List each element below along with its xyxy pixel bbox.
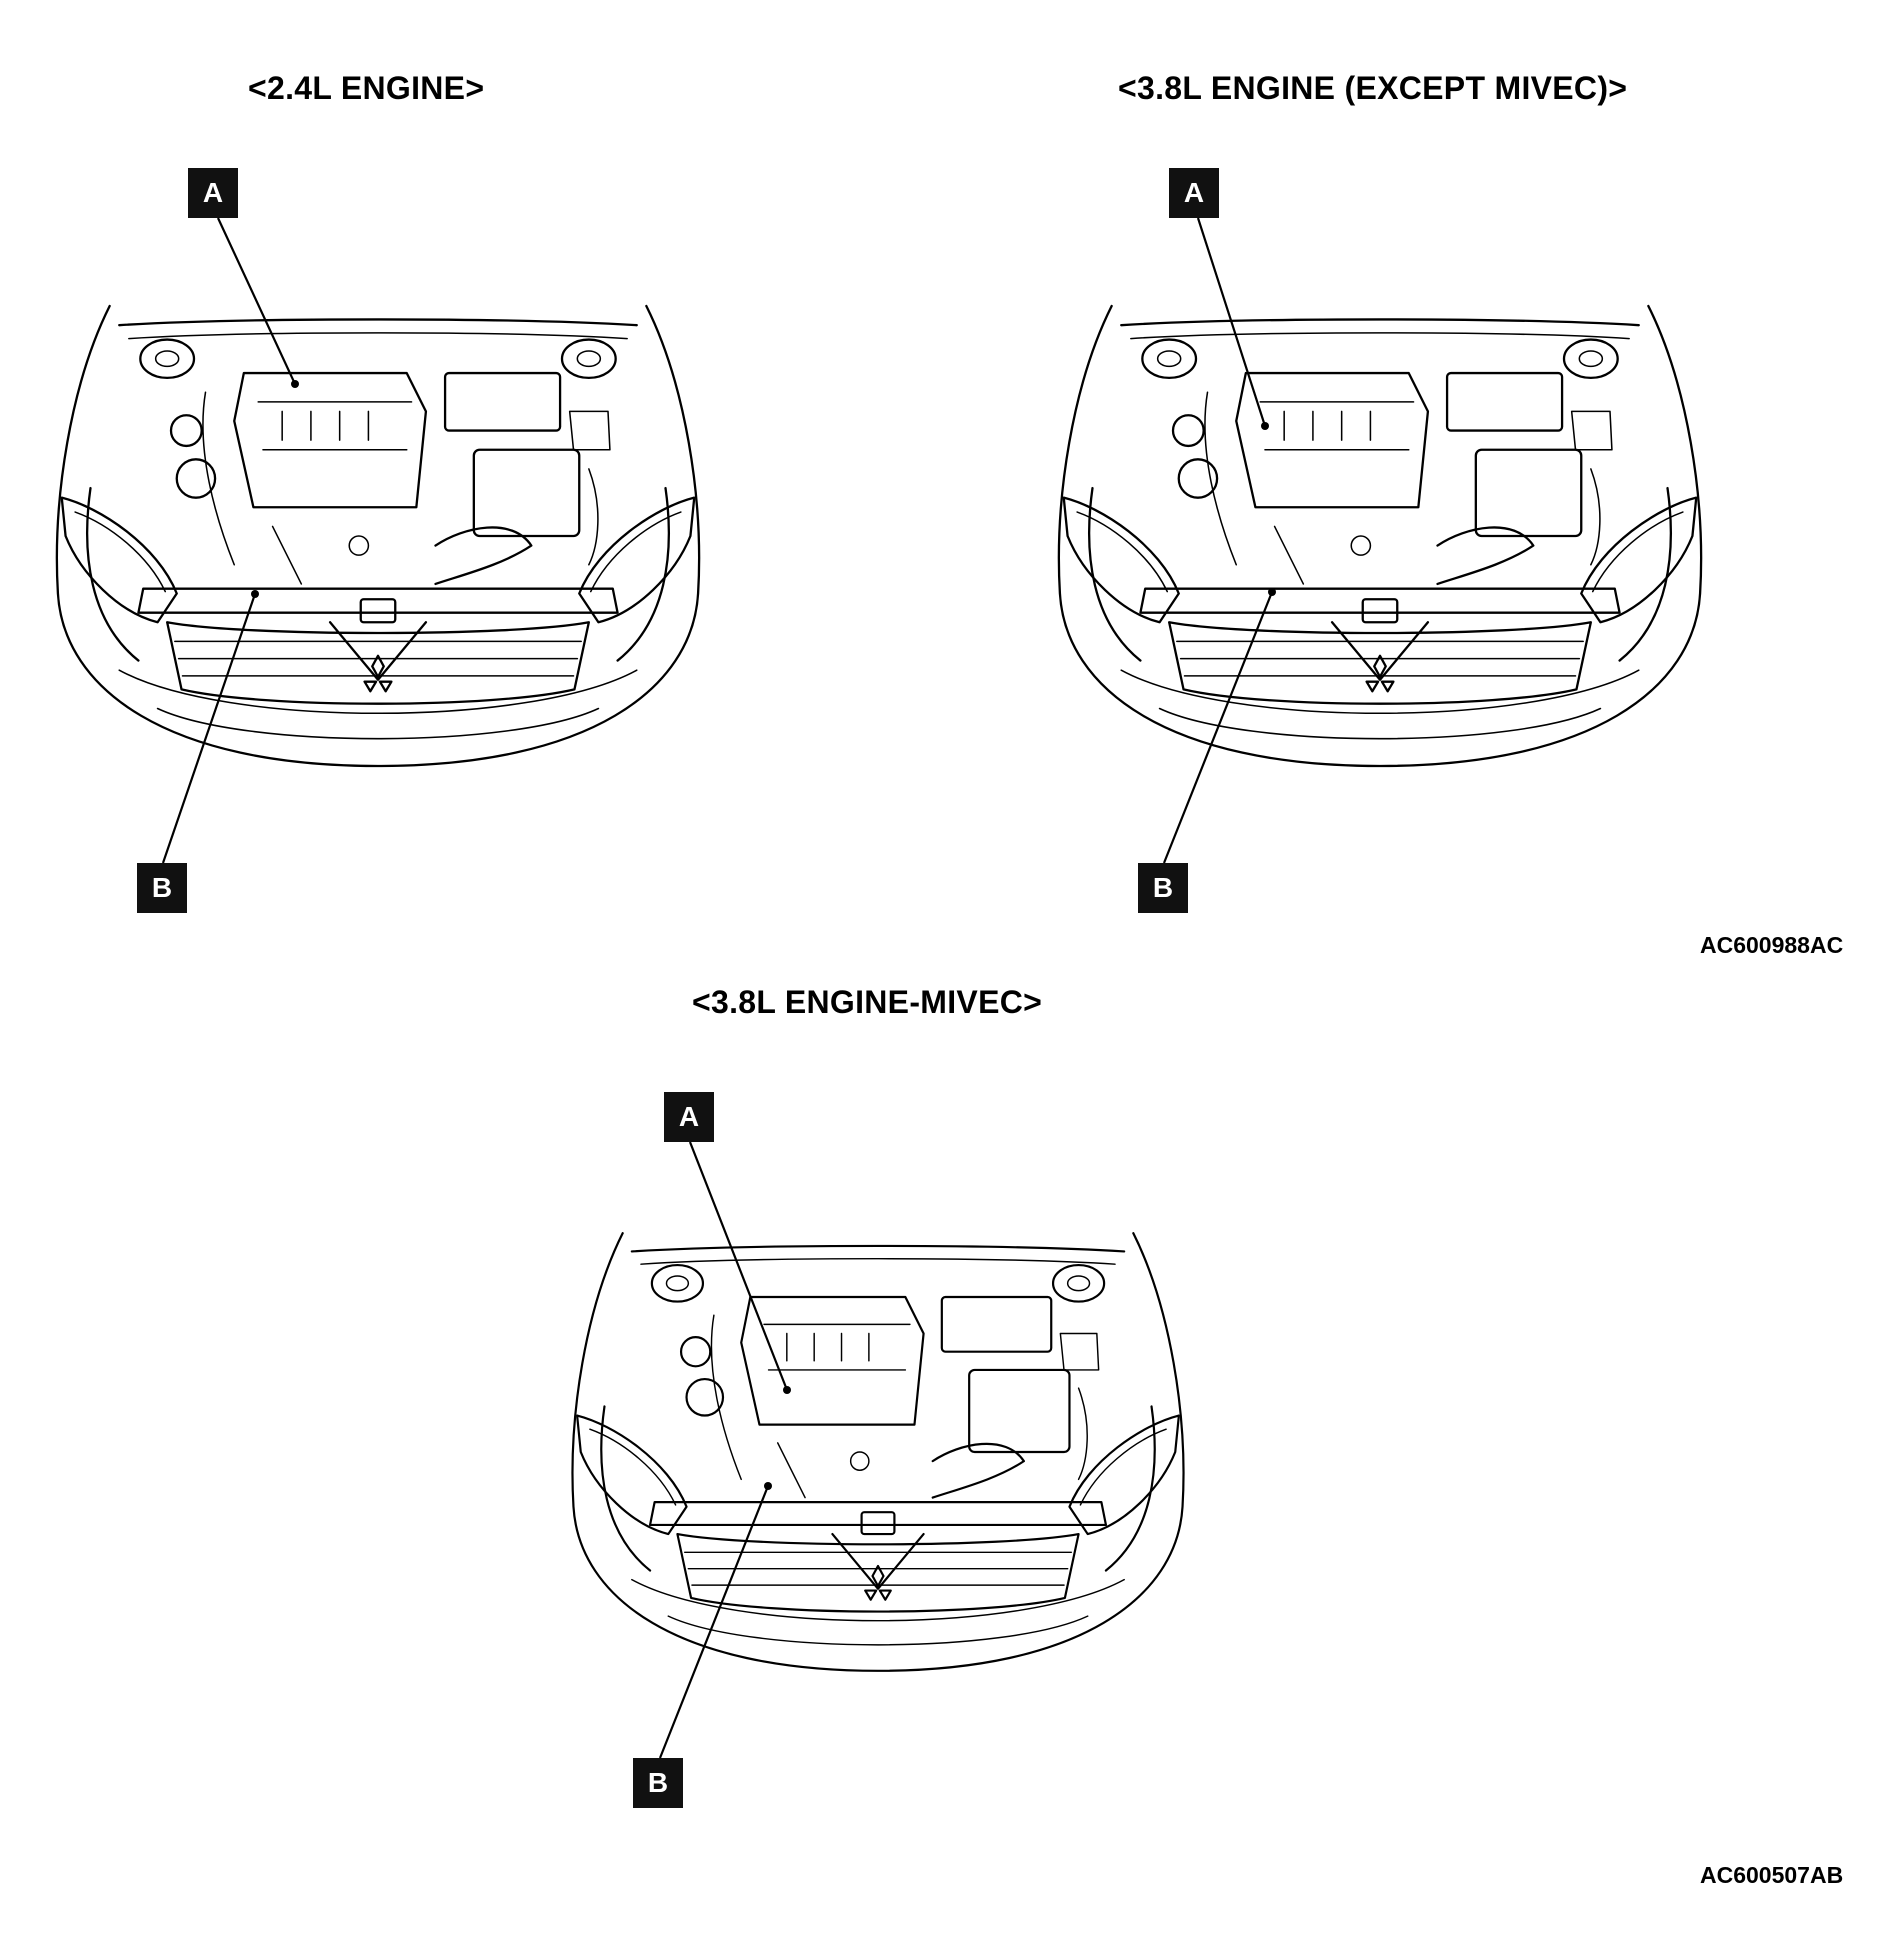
figure-code-top: AC600988AC	[1700, 932, 1844, 958]
leader-a-3-8l	[1196, 217, 1267, 427]
panel-title-3-8l-mivec: <3.8L ENGINE-MIVEC>	[692, 984, 1043, 1020]
panel-title-2-4l: <2.4L ENGINE>	[248, 70, 485, 106]
leader-a-2-4l	[217, 217, 296, 385]
figure-code-bottom: AC600507AB	[1700, 1862, 1844, 1888]
callout-b-3-8l: B	[1138, 863, 1188, 913]
panel-title-3-8l-except-mivec: <3.8L ENGINE (EXCEPT MIVEC)>	[1118, 70, 1628, 106]
leader-a-mivec	[688, 1141, 789, 1391]
callout-b-2-4l: B	[137, 863, 187, 913]
callout-a-3-8l: A	[1169, 168, 1219, 218]
callout-a-2-4l: A	[188, 168, 238, 218]
callout-b-mivec: B	[633, 1758, 683, 1808]
callout-a-mivec: A	[664, 1092, 714, 1142]
leader-b-2-4l	[161, 593, 257, 864]
leader-b-mivec	[658, 1485, 770, 1759]
leader-b-3-8l	[1162, 591, 1274, 864]
